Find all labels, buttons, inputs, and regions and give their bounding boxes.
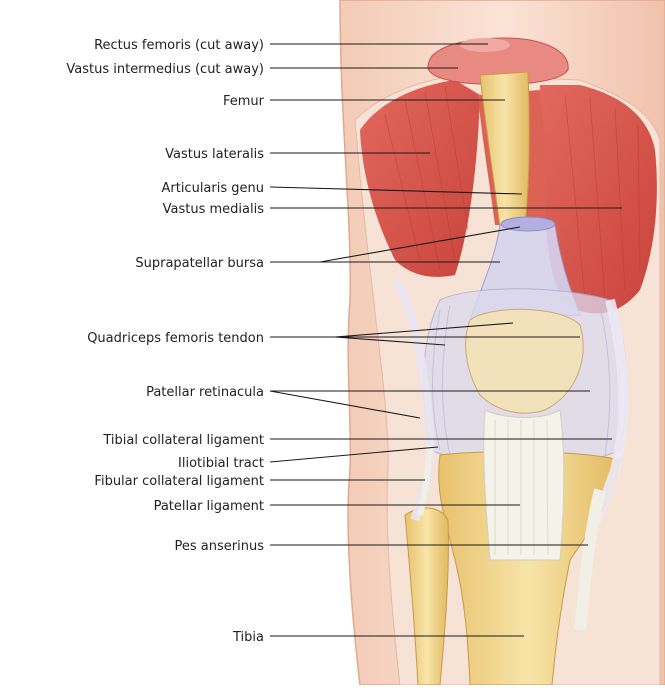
label-pes-anserinus: Pes anserinus <box>175 539 265 554</box>
label-suprapatellar-bursa: Suprapatellar bursa <box>135 256 264 271</box>
label-patellar-retinacula: Patellar retinacula <box>146 385 264 400</box>
label-vastus-lateralis: Vastus lateralis <box>165 147 264 162</box>
label-tibia: Tibia <box>232 630 264 645</box>
labels: Rectus femoris (cut away) Vastus interme… <box>66 38 264 645</box>
label-rectus-femoris: Rectus femoris (cut away) <box>94 38 264 53</box>
label-patellar-ligament: Patellar ligament <box>154 499 264 514</box>
label-vastus-medialis: Vastus medialis <box>163 202 265 217</box>
label-iliotibial-tract: Iliotibial tract <box>178 456 264 471</box>
label-quadriceps-tendon: Quadriceps femoris tendon <box>87 331 264 346</box>
rectus-femoris-cut-center <box>460 38 510 52</box>
label-fibular-collateral: Fibular collateral ligament <box>94 474 264 489</box>
label-articularis-genu: Articularis genu <box>161 181 264 196</box>
label-femur: Femur <box>223 94 265 109</box>
label-vastus-intermedius: Vastus intermedius (cut away) <box>66 62 264 77</box>
label-tibial-collateral: Tibial collateral ligament <box>102 433 264 448</box>
patellar-ligament <box>484 410 564 560</box>
